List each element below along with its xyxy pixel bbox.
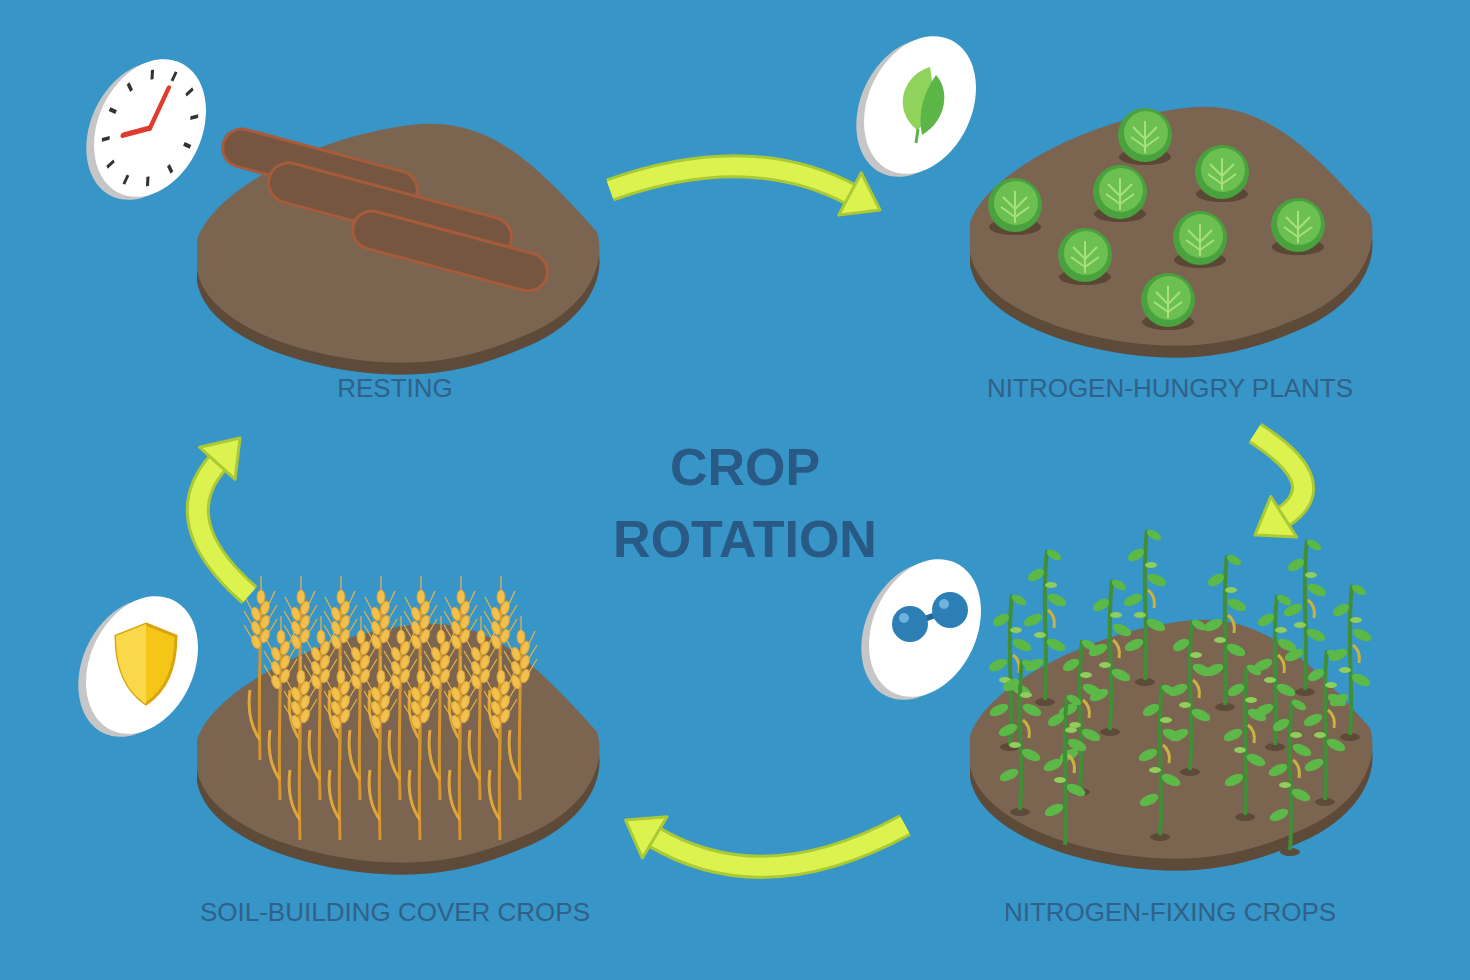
clock-icon — [110, 109, 117, 112]
cabbages — [1141, 273, 1195, 330]
arrow-head — [839, 173, 880, 215]
stage-label: SOIL-BUILDING COVER CROPS — [200, 897, 590, 927]
furrows — [218, 125, 551, 295]
leaf-icon — [921, 75, 945, 135]
cycle-arrow — [1255, 433, 1303, 537]
pea-plants — [1087, 578, 1133, 736]
pea-plants — [1137, 683, 1183, 841]
wheat-field — [504, 616, 537, 800]
leaf-icon — [916, 129, 918, 143]
clock-icon — [186, 89, 193, 95]
shield-icon — [116, 624, 176, 704]
pea-plants — [1167, 618, 1213, 776]
cabbages — [988, 178, 1042, 235]
wheat-field — [444, 656, 477, 840]
arrow-head — [1255, 496, 1297, 536]
arrow-head — [626, 817, 667, 858]
clock-icon — [128, 84, 132, 91]
arrow-head — [199, 438, 240, 479]
pea-plants — [1022, 548, 1068, 706]
crop-stage: SOIL-BUILDING COVER CROPS — [190, 585, 601, 927]
clock-icon — [172, 72, 176, 81]
clock-icon — [124, 175, 128, 184]
pea-plants — [987, 528, 1373, 856]
nitrogen-icon — [939, 599, 949, 609]
cycle-arrow — [610, 166, 880, 215]
arrow-body — [653, 825, 905, 867]
arrow-body — [653, 825, 905, 867]
cabbages — [1058, 228, 1112, 285]
wheat-field — [284, 656, 317, 840]
cabbages — [1093, 165, 1147, 222]
pea-plants — [1042, 693, 1088, 851]
crop-stage: RESTING — [190, 125, 600, 403]
arrow-body — [610, 166, 852, 195]
soil-patch — [197, 124, 600, 375]
furrows — [348, 207, 551, 295]
clock-icon — [123, 119, 150, 144]
leaf-icon — [835, 15, 998, 197]
clock-icon — [65, 38, 228, 220]
wheat-field — [484, 656, 517, 840]
clock-icon — [150, 70, 154, 79]
cabbages — [1271, 198, 1325, 255]
pea-plants — [997, 658, 1043, 816]
arrow-body — [610, 166, 852, 195]
clock-icon — [102, 138, 110, 140]
cycle-arrow — [198, 438, 250, 595]
soil-patch — [970, 107, 1373, 358]
clock-icon — [150, 88, 169, 128]
pea-plants — [1222, 663, 1268, 821]
clock-icon — [146, 177, 150, 186]
stage-label: NITROGEN-HUNGRY PLANTS — [987, 373, 1353, 403]
soil-patch — [970, 620, 1373, 871]
nitrogen-icon — [892, 606, 928, 642]
clock-icon — [107, 161, 114, 167]
clock-icon — [65, 38, 228, 220]
wheat-field — [244, 576, 537, 840]
pea-plants — [1302, 648, 1348, 806]
stage-label: RESTING — [337, 373, 453, 403]
arrow-body — [198, 462, 250, 595]
arrow-body — [198, 462, 250, 595]
shield-icon — [116, 624, 176, 704]
shield-icon — [57, 575, 220, 757]
cabbages — [1118, 108, 1172, 165]
wheat-field — [364, 656, 397, 840]
arrow-body — [1255, 433, 1303, 518]
title: CROP ROTATION — [585, 431, 905, 575]
arrow-body — [1255, 433, 1303, 518]
shield-icon — [57, 575, 220, 757]
nitrogen-icon — [899, 613, 909, 623]
clock-icon — [190, 116, 198, 118]
clock-icon — [184, 144, 191, 147]
leaf-icon — [835, 15, 998, 197]
stage-label: NITROGEN-FIXING CROPS — [1004, 897, 1336, 927]
nitrogen-icon — [892, 592, 968, 642]
clock-icon — [83, 53, 216, 203]
nitrogen-icon — [932, 592, 968, 628]
leaf-icon — [903, 67, 945, 143]
shield-icon — [116, 624, 146, 704]
crop-stage: NITROGEN-HUNGRY PLANTS — [965, 105, 1375, 403]
cabbages — [988, 108, 1325, 330]
cabbages — [1173, 211, 1227, 268]
clock-icon — [168, 165, 172, 172]
crop-stage: NITROGEN-FIXING CROPS — [965, 535, 1375, 927]
pea-plants — [1122, 528, 1168, 686]
wheat-field — [404, 656, 437, 840]
pea-plants — [1267, 698, 1313, 856]
wheat-field — [324, 656, 357, 840]
cabbages — [1195, 145, 1249, 202]
cycle-arrow — [626, 817, 906, 867]
